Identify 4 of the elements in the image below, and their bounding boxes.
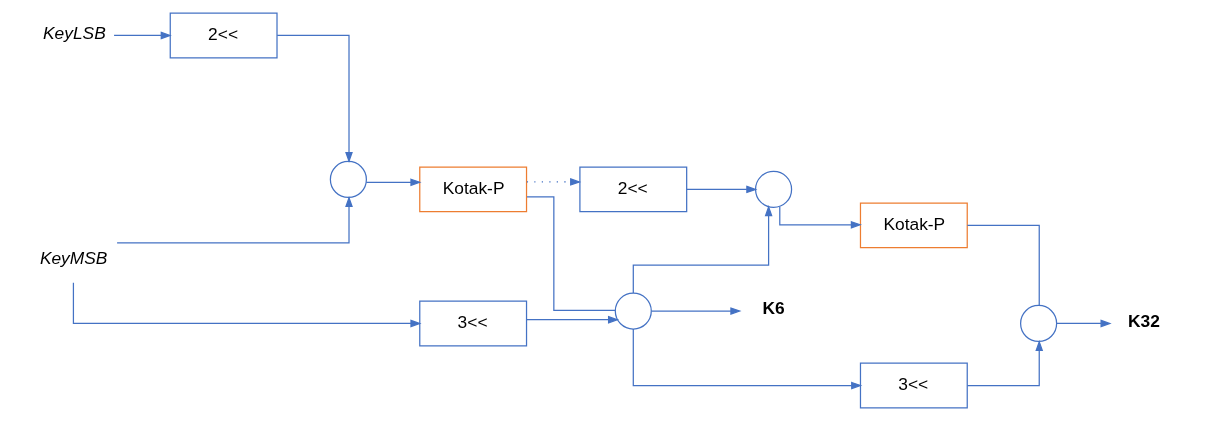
node-text: KeyLSB <box>43 22 106 43</box>
node-text: KeyMSB <box>39 247 108 268</box>
node-text: K32 <box>1128 310 1160 331</box>
node-text: K6 <box>762 298 785 319</box>
